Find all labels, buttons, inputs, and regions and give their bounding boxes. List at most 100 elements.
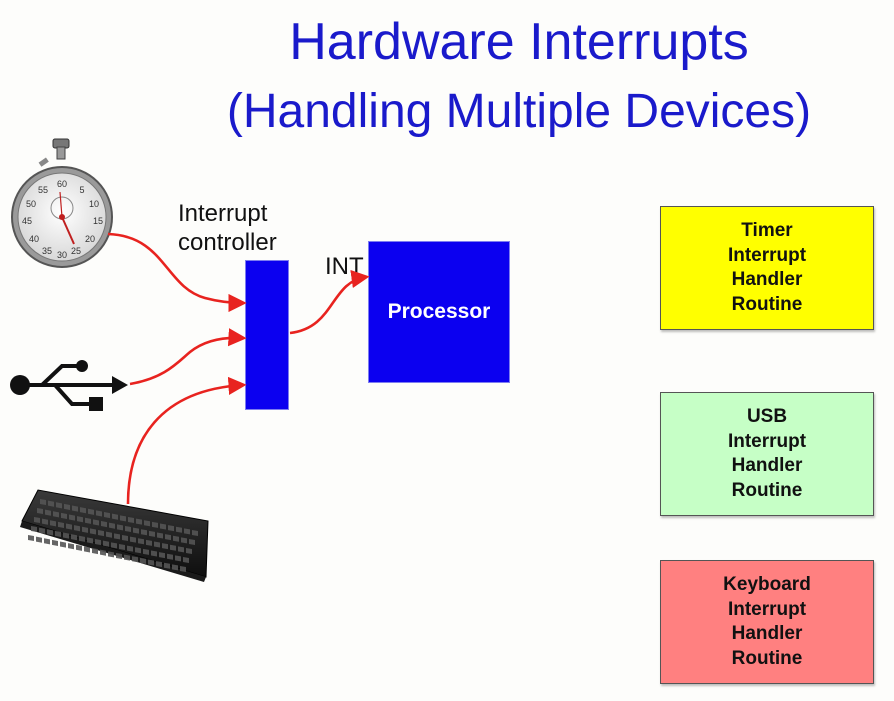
usb-handler-line: Interrupt: [727, 430, 807, 452]
keyboard-key: [189, 539, 195, 546]
keyboard-key: [76, 544, 82, 551]
keyboard-handler-line: Interrupt: [727, 598, 807, 620]
keyboard-key: [180, 566, 186, 573]
keyboard-key: [178, 546, 184, 553]
keyboard-key: [37, 508, 43, 515]
keyboard-key: [92, 548, 98, 555]
keyboard-key: [172, 564, 178, 571]
keyboard-handler-box: Keyboard Interrupt Handler Routine: [660, 560, 874, 684]
keyboard-key: [31, 526, 37, 533]
keyboard-icon: [20, 489, 209, 582]
timer-handler-line: Timer: [741, 220, 793, 241]
keyboard-key: [40, 499, 46, 506]
keyboard-key: [157, 532, 163, 539]
keyboard-key: [72, 505, 78, 512]
keyboard-key: [149, 530, 155, 537]
slide-subtitle: (Handling Multiple Devices): [226, 85, 812, 138]
keyboard-handler-line: Handler: [731, 623, 803, 644]
keyboard-key: [162, 543, 168, 550]
keyboard-key: [111, 542, 117, 549]
keyboard-key: [68, 543, 74, 550]
keyboard-key: [52, 539, 58, 546]
keyboard-key: [90, 528, 96, 535]
svg-text:60: 60: [57, 179, 67, 189]
keyboard-key: [168, 525, 174, 532]
keyboard-key: [34, 517, 40, 524]
keyboard-key: [66, 523, 72, 530]
keyboard-key: [101, 521, 107, 528]
keyboard-key: [175, 555, 181, 562]
keyboard-key: [96, 510, 102, 517]
keyboard-key: [44, 538, 50, 545]
keyboard-key: [109, 522, 115, 529]
keyboard-key: [116, 552, 122, 560]
keyboard-key: [181, 537, 187, 544]
keyboard-key: [98, 530, 104, 537]
usb-handler-line: USB: [746, 406, 788, 427]
usb-arrow: [129, 328, 247, 386]
keyboard-key: [148, 559, 154, 566]
keyboard-key: [156, 561, 162, 568]
svg-text:35: 35: [42, 246, 52, 256]
keyboard-key: [119, 543, 125, 551]
stopwatch-icon: 60 5 10 15 20 25 30 35 40 45 50 55: [11, 138, 113, 268]
keyboard-key: [159, 552, 165, 559]
usb-icon: [10, 360, 128, 411]
keyboard-key: [125, 525, 131, 533]
keyboard-key: [152, 521, 158, 528]
keyboard-handler-line: Routine: [731, 647, 803, 669]
svg-text:5: 5: [79, 185, 84, 195]
keyboard-key: [127, 545, 133, 552]
keyboard-key: [61, 512, 67, 519]
keyboard-key: [74, 525, 80, 532]
keyboard-key: [84, 546, 90, 553]
timer-arrow: [107, 232, 247, 313]
keyboard-key: [143, 548, 149, 555]
keyboard-key: [140, 557, 146, 564]
keyboard-key: [36, 536, 42, 543]
keyboard-key: [95, 539, 101, 546]
keyboard-key: [184, 528, 190, 535]
keyboard-key: [138, 538, 144, 545]
keyboard-key: [117, 524, 123, 531]
keyboard-key: [173, 535, 179, 542]
keyboard-key: [80, 507, 86, 514]
keyboard-key: [58, 521, 64, 528]
keyboard-key: [108, 551, 114, 558]
keyboard-key: [135, 547, 141, 554]
controller-label-line2: controller: [178, 229, 277, 256]
svg-text:45: 45: [22, 216, 32, 226]
keyboard-key: [165, 534, 171, 541]
svg-text:30: 30: [57, 250, 67, 260]
keyboard-key: [133, 527, 139, 534]
keyboard-key: [186, 548, 192, 555]
timer-handler-line: Handler: [731, 269, 803, 290]
controller-label-line1: Interrupt: [178, 200, 268, 227]
keyboard-key: [164, 562, 170, 569]
keyboard-key: [88, 508, 94, 515]
keyboard-key: [79, 535, 85, 542]
processor-block: Processor: [368, 241, 510, 383]
keyboard-key: [87, 537, 93, 544]
keyboard-key: [42, 518, 48, 525]
timer-handler-line: Routine: [731, 293, 803, 315]
svg-text:15: 15: [93, 216, 103, 226]
keyboard-key: [170, 544, 176, 551]
keyboard-key: [50, 520, 56, 527]
keyboard-key: [132, 556, 138, 563]
keyboard-arrow: [126, 376, 247, 505]
keyboard-key: [28, 535, 34, 542]
keyboard-key: [45, 509, 51, 516]
keyboard-key: [69, 514, 75, 521]
keyboard-key: [167, 553, 173, 560]
keyboard-key: [100, 549, 106, 556]
svg-text:10: 10: [89, 199, 99, 209]
keyboard-key: [63, 532, 69, 539]
keyboard-key: [103, 540, 109, 547]
usb-handler-box: USB Interrupt Handler Routine: [660, 392, 874, 516]
svg-text:50: 50: [26, 199, 36, 209]
keyboard-key: [176, 526, 182, 533]
keyboard-key: [146, 539, 152, 546]
keyboard-key: [82, 526, 88, 533]
